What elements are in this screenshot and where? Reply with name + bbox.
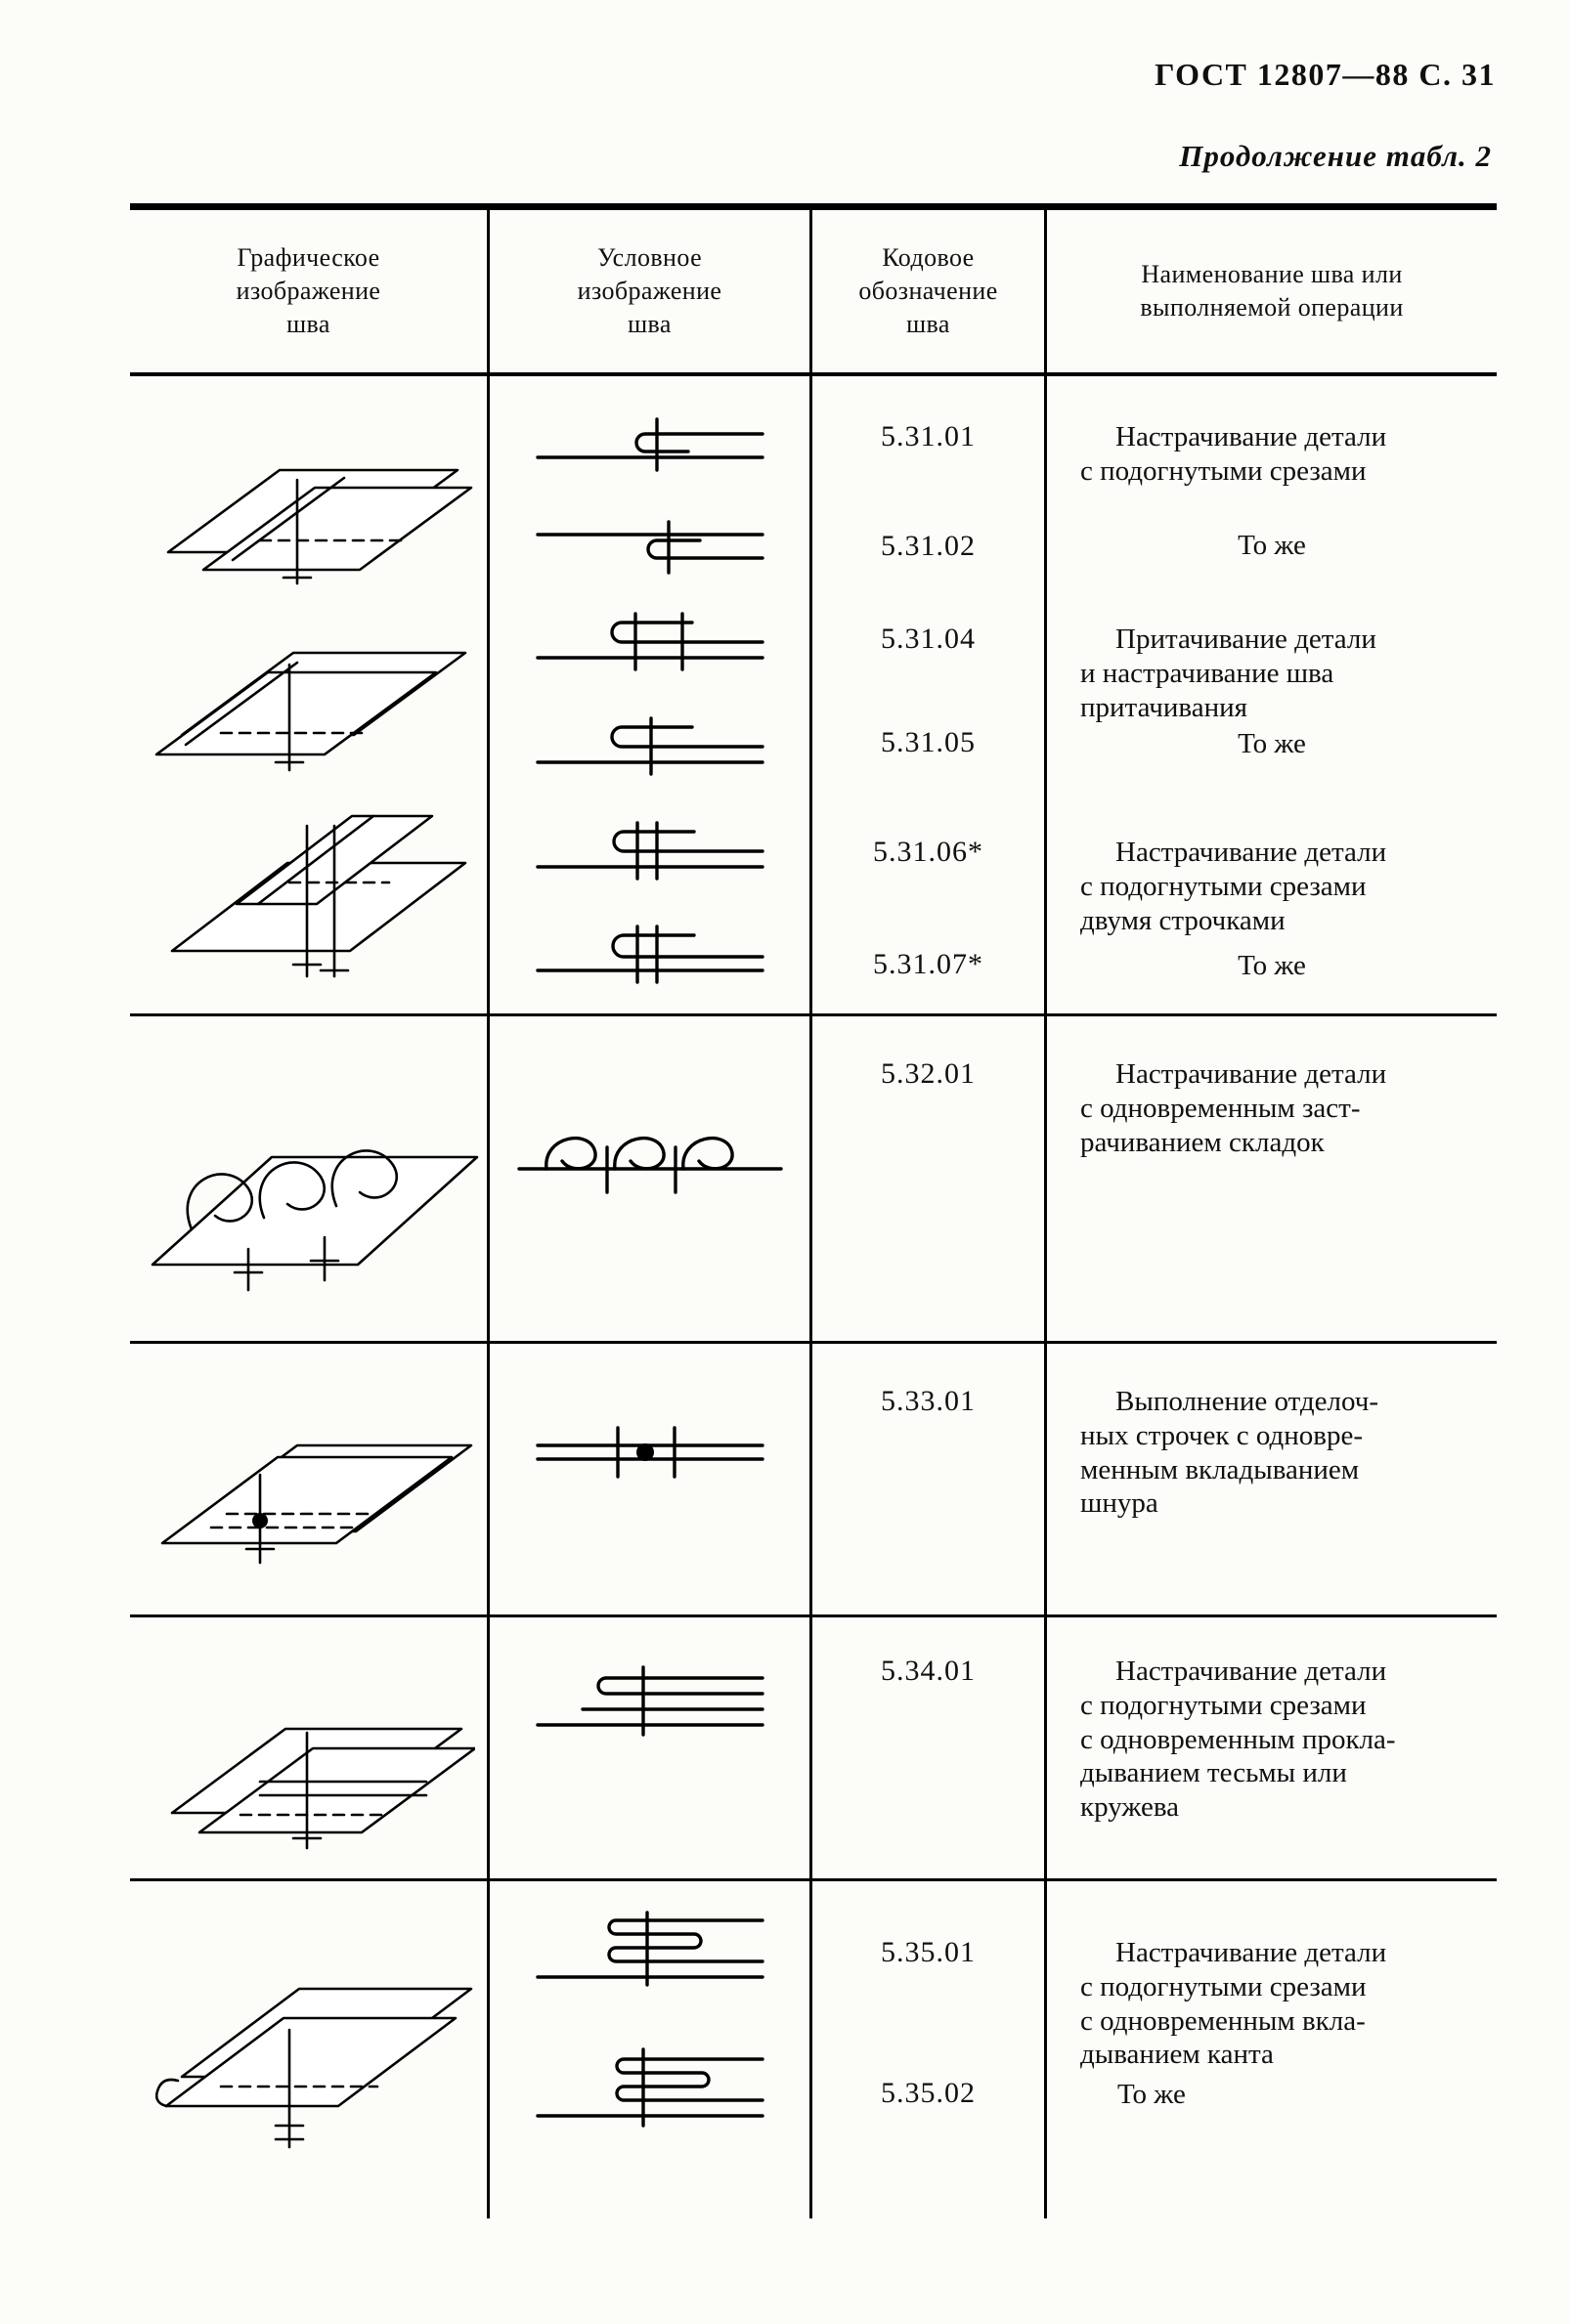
seam-graphic-5-31-a: [166, 468, 472, 585]
seam-symbol-5-33-01: [535, 1426, 764, 1479]
symbol-cell-5-35: [490, 1881, 812, 2218]
seam-code: 5.35.01: [881, 1936, 976, 1968]
table-row-group-5-32: 5.32.01 Настрачивание детали с одновреме…: [130, 1016, 1497, 1344]
seam-symbol-5-31-04: [535, 612, 764, 671]
code-cell-5-35: 5.35.01 5.35.02: [812, 1881, 1047, 2218]
code-cell-5-32: 5.32.01: [812, 1016, 1047, 1341]
symbol-cell-5-32: [490, 1016, 812, 1341]
seam-graphic-5-33: [160, 1443, 472, 1565]
table-row-group-5-35: 5.35.01 5.35.02 Настрачивание детали с п…: [130, 1881, 1497, 2218]
table-row-group-5-31: 5.31.01 5.31.02 5.31.04 5.31.05 5.31.06*…: [130, 376, 1497, 1016]
seam-symbol-5-31-07: [535, 925, 764, 984]
seam-code: 5.31.06*: [873, 836, 983, 868]
seam-code: 5.34.01: [881, 1655, 976, 1687]
seam-name-same: То же: [1117, 2079, 1186, 2110]
seam-graphic-5-31-c: [170, 814, 466, 978]
seam-name: Настрачивание детали с подогнутыми среза…: [1080, 421, 1387, 487]
seam-name: Настрачивание детали с подогнутыми среза…: [1080, 1656, 1396, 1824]
table-row-group-5-33: 5.33.01 Выполнение отделоч- ных строчек …: [130, 1344, 1497, 1617]
table-header-row: Графическое изображение шва Условное изо…: [130, 203, 1497, 376]
seam-name-same: То же: [1238, 950, 1306, 981]
seam-graphic-5-34: [170, 1727, 475, 1850]
name-cell-5-31: Настрачивание детали с подогнутыми среза…: [1047, 376, 1497, 1013]
seam-name: Настрачивание детали с подогнутыми среза…: [1080, 1937, 1387, 2071]
seam-symbol-5-35-02: [535, 2047, 764, 2128]
seam-code: 5.31.05: [881, 726, 976, 758]
seam-symbol-5-31-05: [535, 716, 764, 776]
name-cell-5-32: Настрачивание детали с одновременным зас…: [1047, 1016, 1497, 1341]
seam-code: 5.32.01: [881, 1057, 976, 1090]
seam-code: 5.33.01: [881, 1385, 976, 1417]
seam-name: Настрачивание детали с подогнутыми среза…: [1080, 837, 1387, 936]
seam-code: 5.31.04: [881, 623, 976, 655]
column-header-name: Наименование шва или выполняемой операци…: [1140, 260, 1404, 322]
graphic-cell-5-33: [130, 1344, 490, 1614]
seam-code: 5.31.01: [881, 420, 976, 452]
column-header-graphic: Графическое изображение шва: [130, 210, 490, 372]
seam-symbol-5-34-01: [535, 1665, 764, 1737]
seam-name: Притачивание детали и настрачивание шва …: [1080, 624, 1376, 723]
name-cell-5-34: Настрачивание детали с подогнутыми среза…: [1047, 1617, 1497, 1878]
seam-symbol-5-31-01: [535, 417, 764, 472]
graphic-cell-5-31: [130, 376, 490, 1013]
name-cell-5-33: Выполнение отделоч- ных строчек с одновр…: [1047, 1344, 1497, 1614]
table-caption: Продолжение табл. 2: [1179, 139, 1492, 173]
seam-symbol-5-32-01: [516, 1137, 783, 1194]
graphic-cell-5-32: [130, 1016, 490, 1341]
seam-table: Графическое изображение шва Условное изо…: [130, 203, 1497, 2218]
seam-symbol-5-35-01: [535, 1911, 764, 1987]
seam-code: 5.35.02: [881, 2077, 976, 2109]
seam-code: 5.31.07*: [873, 948, 983, 980]
symbol-cell-5-34: [490, 1617, 812, 1878]
graphic-cell-5-34: [130, 1617, 490, 1878]
seam-graphic-5-35: [154, 1987, 472, 2149]
table-row-group-5-34: 5.34.01 Настрачивание детали с подогнуты…: [130, 1617, 1497, 1881]
seam-name-same: То же: [1238, 530, 1306, 561]
column-header-code: Кодовое обозначение шва: [812, 210, 1047, 372]
seam-graphic-5-32: [151, 1149, 478, 1292]
seam-name: Настрачивание детали с одновременным зас…: [1080, 1058, 1387, 1158]
seam-symbol-5-31-02: [535, 520, 764, 575]
seam-name: Выполнение отделоч- ных строчек с одновр…: [1080, 1386, 1378, 1520]
seam-graphic-5-31-b: [154, 651, 466, 772]
seam-name-same: То же: [1238, 728, 1306, 759]
name-cell-5-35: Настрачивание детали с подогнутыми среза…: [1047, 1881, 1497, 2218]
symbol-cell-5-33: [490, 1344, 812, 1614]
seam-code: 5.31.02: [881, 530, 976, 562]
column-header-symbol: Условное изображение шва: [490, 210, 812, 372]
seam-symbol-5-31-06: [535, 821, 764, 881]
page-header: ГОСТ 12807—88 С. 31: [1155, 57, 1496, 92]
symbol-cell-5-31: [490, 376, 812, 1013]
code-cell-5-34: 5.34.01: [812, 1617, 1047, 1878]
code-cell-5-31: 5.31.01 5.31.02 5.31.04 5.31.05 5.31.06*…: [812, 376, 1047, 1013]
graphic-cell-5-35: [130, 1881, 490, 2218]
code-cell-5-33: 5.33.01: [812, 1344, 1047, 1614]
